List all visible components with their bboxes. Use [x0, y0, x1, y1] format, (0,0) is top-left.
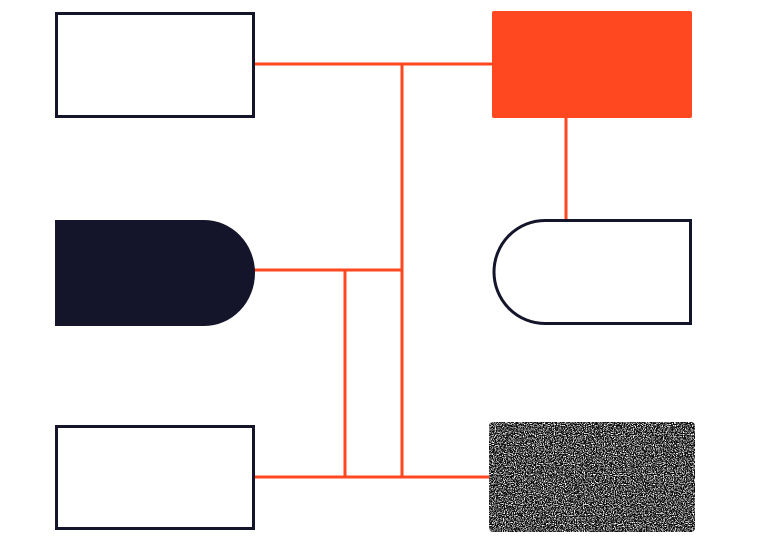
connector-lines	[253, 62, 568, 479]
node-left-top-outline-box	[55, 12, 255, 118]
node-left-middle-dark-d-shape	[55, 220, 255, 326]
node-right-bottom-noise-box	[489, 422, 695, 532]
node-left-bottom-outline-box	[55, 425, 255, 530]
node-right-top-accent-box	[492, 11, 692, 118]
node-right-middle-outline-d-shape	[492, 219, 692, 325]
